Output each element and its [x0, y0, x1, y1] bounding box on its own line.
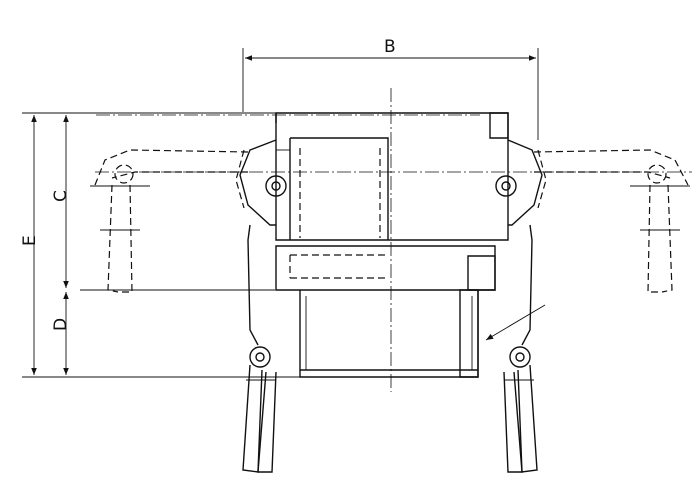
label-c: C — [51, 190, 71, 202]
label-d: D — [51, 318, 71, 331]
left-ear — [235, 139, 287, 226]
left-cam-arm-open — [90, 149, 249, 293]
dimension-b: B — [242, 37, 539, 140]
dimension-left: E C D — [20, 112, 505, 378]
label-e: E — [20, 235, 40, 246]
right-ear — [495, 139, 547, 226]
coupler-body — [275, 112, 546, 378]
right-cam-arm — [503, 224, 538, 473]
right-cam-arm-open — [533, 149, 690, 293]
left-cam-arm — [242, 224, 277, 473]
label-b: B — [384, 37, 396, 57]
